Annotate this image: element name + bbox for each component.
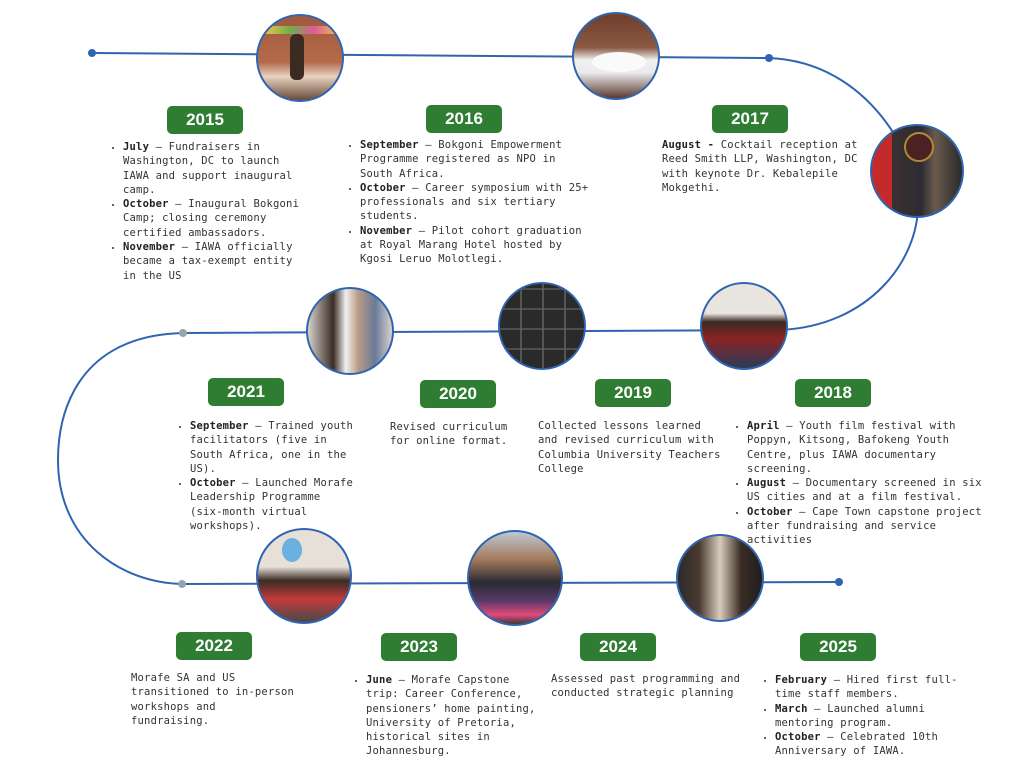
timeline-node-dot: [765, 54, 773, 62]
year-badge-2023: 2023: [381, 633, 457, 661]
photo-2017: [870, 124, 964, 218]
photo-2019: [498, 282, 586, 370]
photo-2024: [676, 534, 764, 622]
year-badge-2020: 2020: [420, 380, 496, 408]
photo-2022: [256, 528, 352, 624]
year-badge-2025: 2025: [800, 633, 876, 661]
photo-2016: [572, 12, 660, 100]
events-2015: July – Fundraisers in Washington, DC to …: [109, 140, 305, 283]
year-badge-2021: 2021: [208, 378, 284, 406]
event-item: July – Fundraisers in Washington, DC to …: [123, 140, 305, 197]
timeline-node-dot: [178, 580, 186, 588]
event-item: March – Launched alumni mentoring progra…: [775, 702, 981, 731]
events-2023: June – Morafe Capstone trip: Career Conf…: [352, 673, 544, 759]
event-item: October – Career symposium with 25+ prof…: [360, 181, 594, 224]
year-badge-2019: 2019: [595, 379, 671, 407]
events-2019: Collected lessons learned and revised cu…: [538, 419, 724, 476]
photo-2015: [256, 14, 344, 102]
event-item: Revised curriculum for online format.: [390, 421, 508, 448]
event-item: November – Pilot cohort graduation at Ro…: [360, 224, 594, 267]
event-item: August - Cocktail reception at Reed Smit…: [662, 139, 858, 194]
event-item: June – Morafe Capstone trip: Career Conf…: [366, 673, 544, 759]
events-2022: Morafe SA and US transitioned to in-pers…: [131, 671, 297, 728]
event-item: April – Youth film festival with Poppyn,…: [747, 419, 983, 476]
year-badge-2024: 2024: [580, 633, 656, 661]
events-2021: September – Trained youth facilitators (…: [176, 419, 358, 533]
photo-2021: [306, 287, 394, 375]
event-item: October – Celebrated 10th Anniversary of…: [775, 730, 981, 759]
event-item: October – Launched Morafe Leadership Pro…: [190, 476, 358, 533]
event-item: October – Cape Town capstone project aft…: [747, 505, 983, 548]
events-2025: February – Hired first full-time staff m…: [761, 673, 981, 759]
year-badge-2018: 2018: [795, 379, 871, 407]
events-2016: September – Bokgoni Empowerment Programm…: [346, 138, 594, 267]
event-item: August – Documentary screened in six US …: [747, 476, 983, 505]
timeline-node-dot: [179, 329, 187, 337]
event-item: September – Trained youth facilitators (…: [190, 419, 358, 476]
timeline-start-dot: [88, 49, 96, 57]
year-badge-2016: 2016: [426, 105, 502, 133]
timeline-end-dot: [835, 578, 843, 586]
events-2017: August - Cocktail reception at Reed Smit…: [662, 138, 858, 195]
photo-2023: [467, 530, 563, 626]
year-badge-2015: 2015: [167, 106, 243, 134]
events-2024: Assessed past programming and conducted …: [551, 672, 747, 701]
photo-2018: [700, 282, 788, 370]
event-item: Morafe SA and US transitioned to in-pers…: [131, 672, 295, 727]
event-item: February – Hired first full-time staff m…: [775, 673, 981, 702]
event-item: October – Inaugural Bokgoni Camp; closin…: [123, 197, 305, 240]
event-item: November – IAWA officially became a tax-…: [123, 240, 305, 283]
year-badge-2022: 2022: [176, 632, 252, 660]
events-2018: April – Youth film festival with Poppyn,…: [733, 419, 983, 548]
event-item: Collected lessons learned and revised cu…: [538, 420, 721, 475]
events-2020: Revised curriculum for online format.: [390, 420, 530, 449]
year-badge-2017: 2017: [712, 105, 788, 133]
event-item: September – Bokgoni Empowerment Programm…: [360, 138, 594, 181]
event-item: Assessed past programming and conducted …: [551, 673, 741, 700]
